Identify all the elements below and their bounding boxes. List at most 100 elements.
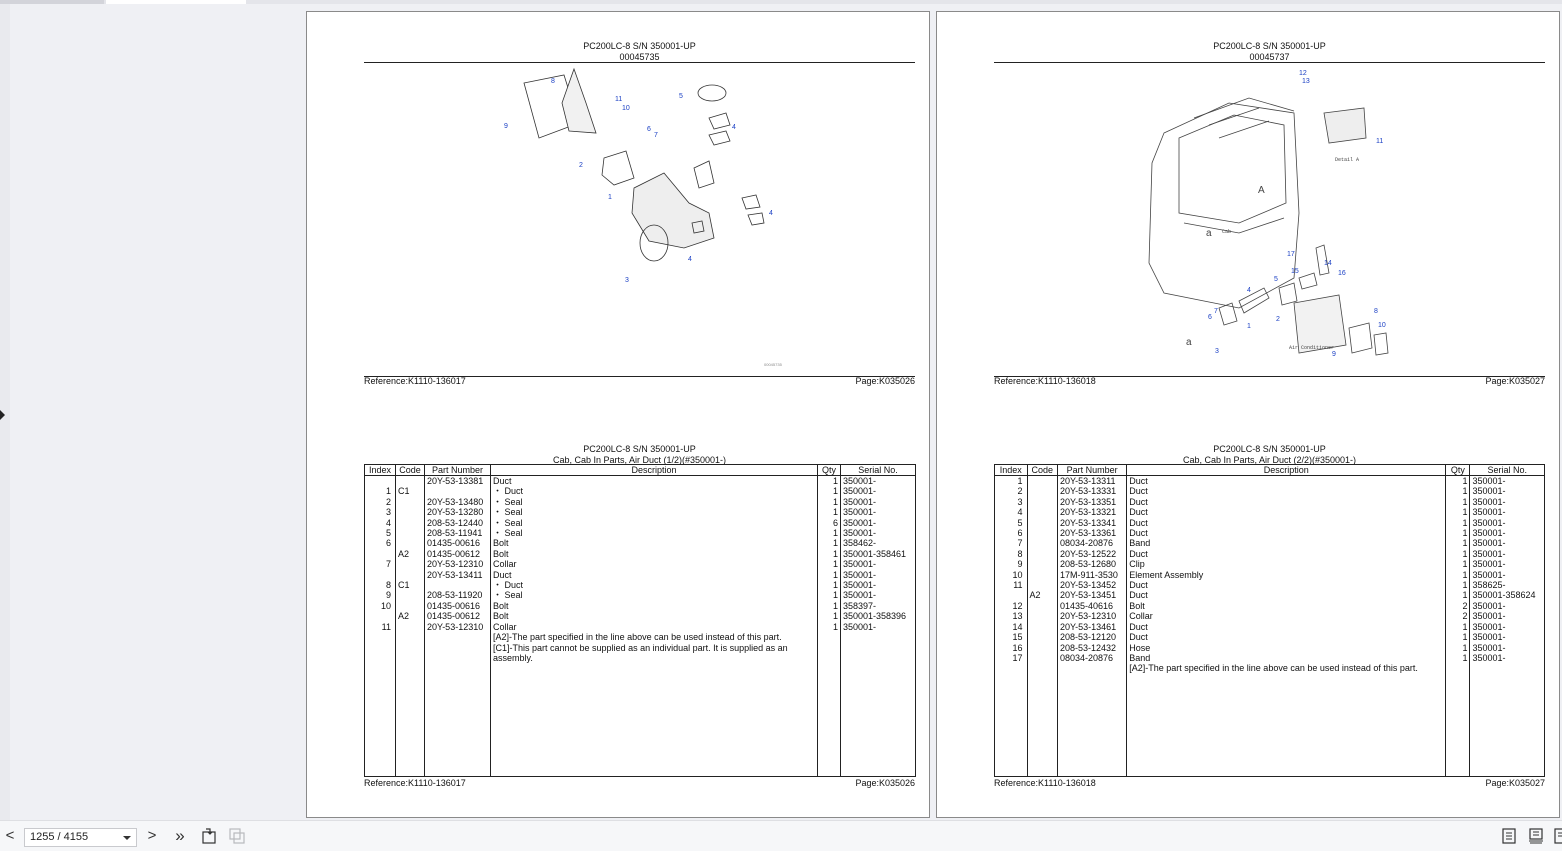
cell-code (1026, 475, 1058, 487)
cell-serial: 350001- (1469, 475, 1545, 487)
last-page-button[interactable]: » (172, 827, 188, 845)
cab-drawing: 12 13 11 17 14 15 16 5 4 2 1 6 7 3 8 10 (1148, 70, 1389, 358)
svg-text:a: a (1186, 337, 1192, 348)
cell-part-number (424, 486, 491, 497)
svg-text:16: 16 (1338, 270, 1346, 277)
expand-panel-arrow-icon[interactable] (0, 410, 5, 420)
cell-qty: 1 (817, 475, 841, 487)
cell-qty: 1 (1445, 538, 1471, 549)
svg-text:2: 2 (579, 162, 583, 169)
parts-table-header: Index Code Part Number Description Qty S… (364, 464, 916, 476)
cell-code: A2 (1026, 590, 1058, 601)
cell-qty: 1 (817, 528, 841, 539)
note-a2: [A2]-The part specified in the line abov… (1126, 663, 1447, 674)
aircon-label: Air Conditioner (1289, 345, 1334, 351)
single-page-icon (1502, 828, 1516, 844)
table-title: Cab, Cab In Parts, Air Duct (1/2)(#35000… (552, 454, 727, 465)
parts-table: Index Code Part Number Description Qty S… (364, 464, 916, 777)
cell-qty: 1 (1445, 642, 1471, 653)
header-rule (994, 62, 1545, 63)
cell-part-number: 20Y-53-12310 (424, 559, 491, 570)
table-header: PC200LC-8 S/N 350001-UP Cab, Cab In Part… (364, 444, 915, 465)
cell-code (1026, 580, 1058, 591)
table-filler (994, 673, 1545, 778)
two-page-view-button[interactable] (1553, 828, 1562, 844)
cell-qty: 1 (1445, 569, 1471, 581)
cell-part-number: 20Y-53-13452 (1056, 580, 1128, 591)
col-description: Description (490, 464, 818, 476)
cell-part-number: 208-53-12680 (1056, 559, 1128, 570)
col-code: Code (1026, 464, 1058, 476)
svg-text:10: 10 (1378, 322, 1386, 329)
next-page-button[interactable]: > (145, 827, 159, 845)
figure-header: PC200LC-8 S/N 350001-UP 00045737 (994, 41, 1545, 62)
cell-serial: 350001- (840, 475, 916, 487)
single-page-view-button[interactable] (1501, 828, 1517, 844)
cell-part-number: 208-53-12440 (424, 517, 491, 529)
dropdown-caret-icon (123, 836, 131, 840)
cell-part-number: 20Y-53-12310 (1056, 611, 1128, 622)
svg-text:4: 4 (732, 124, 736, 131)
page-indicator: 1255 / 4155 (30, 831, 89, 843)
table-title: Cab, Cab In Parts, Air Duct (2/2)(#35000… (1182, 454, 1357, 465)
cell-index: 7 (364, 559, 396, 570)
cell-code (395, 621, 425, 633)
svg-text:5: 5 (679, 93, 683, 100)
parts-table: Index Code Part Number Description Qty S… (994, 464, 1545, 778)
col-qty: Qty (1445, 464, 1471, 476)
chevron-right-icon: > (147, 827, 157, 844)
cell-serial: 350001- (840, 507, 916, 518)
cell-index: 10 (994, 569, 1028, 581)
cell-part-number: 01435-40616 (1056, 600, 1128, 612)
cell-index: 13 (994, 611, 1028, 622)
continuous-view-button[interactable] (1528, 828, 1544, 844)
cell-code (1026, 507, 1058, 518)
cell-code (395, 507, 425, 518)
tab-inactive[interactable] (0, 0, 104, 4)
cell-qty: 1 (1445, 632, 1471, 643)
page-number-dropdown[interactable]: 1255 / 4155 (24, 828, 137, 847)
cell-qty: 1 (1445, 590, 1471, 601)
note-a2: [A2]-The part specified in the line abov… (490, 632, 818, 643)
cell-code (395, 569, 425, 581)
tab-active[interactable] (106, 0, 246, 4)
cell-serial: 350001- (1469, 642, 1545, 653)
svg-text:4: 4 (769, 210, 773, 217)
cell-index: 17 (994, 652, 1028, 664)
cell-code (395, 475, 425, 487)
cell-serial: 350001- (840, 528, 916, 539)
cell-part-number: 08034-20876 (1056, 652, 1128, 664)
cell-index: 2 (364, 496, 396, 508)
cell-serial: 350001- (1469, 600, 1545, 612)
cell-qty: 1 (817, 621, 841, 633)
cell-index: 4 (994, 507, 1028, 518)
cell-index: 3 (364, 507, 396, 518)
cell-description: Bolt (490, 548, 818, 560)
cell-description: Band (1126, 538, 1447, 549)
cell-code (1026, 528, 1058, 539)
col-part-number: Part Number (424, 464, 491, 476)
cell-description: ・ Seal (490, 517, 818, 529)
svg-text:14: 14 (1324, 260, 1332, 267)
cell-part-number: 208-53-12120 (1056, 632, 1128, 643)
cell-index: 10 (364, 600, 396, 612)
prev-page-button[interactable]: < (3, 827, 17, 845)
cell-code (395, 559, 425, 570)
rotate-page-button[interactable] (201, 828, 217, 844)
cell-qty: 1 (1445, 652, 1471, 664)
page-action-button-disabled[interactable] (229, 828, 245, 844)
svg-text:4: 4 (688, 256, 692, 263)
exploded-diagram-air-duct: 8 9 11 10 5 6 7 4 2 1 4 4 3 00045735 (364, 63, 915, 373)
cell-qty: 1 (817, 590, 841, 601)
cell-index: 5 (364, 528, 396, 539)
cell-code (1026, 538, 1058, 549)
